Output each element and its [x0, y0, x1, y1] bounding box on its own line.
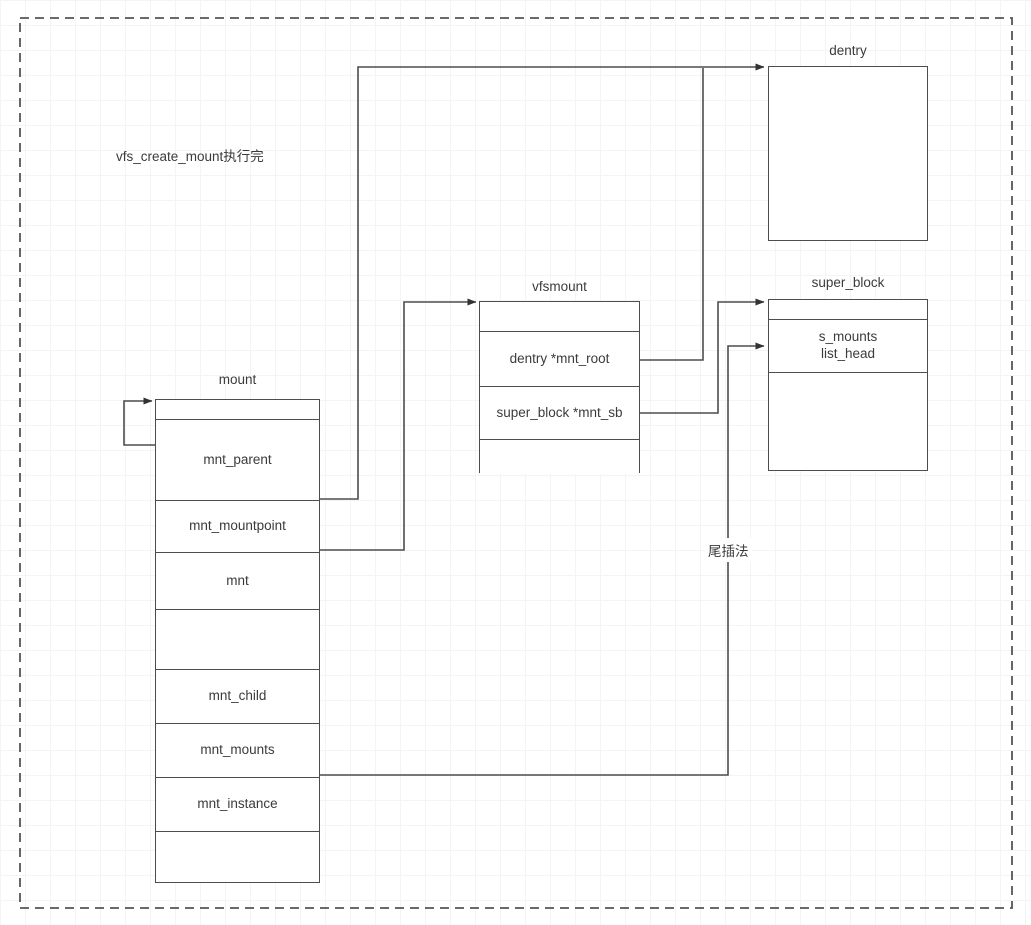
struct-row-vfsmount-mnt-sb: super_block *mnt_sb — [480, 387, 639, 440]
connector-mnt-parent-selfloop — [123, 397, 155, 446]
struct-title-super-block: super_block — [811, 275, 885, 290]
struct-row-mount-mnt-parent: mnt_parent — [156, 420, 319, 501]
struct-box-super-block: s_mounts list_head — [768, 299, 928, 471]
tail-insert-label: 尾插法 — [705, 538, 752, 562]
connector-mnt-to-vfsmount — [319, 298, 477, 551]
struct-row-mount-8 — [156, 832, 319, 880]
struct-row-mount-mnt-mountpoint: mnt_mountpoint — [156, 501, 319, 553]
struct-title-dentry: dentry — [829, 43, 867, 58]
struct-title-mount: mount — [218, 372, 257, 387]
connector-mnt-root-to-dentry — [640, 68, 704, 361]
connector-mnt-mountpoint-to-dentry — [319, 63, 765, 500]
struct-title-vfsmount: vfsmount — [532, 279, 587, 294]
struct-box-mount: mnt_parent mnt_mountpoint mnt mnt_child … — [155, 399, 320, 883]
struct-row-mount-mnt: mnt — [156, 553, 319, 610]
struct-row-super-block-s-mounts: s_mounts list_head — [769, 320, 927, 373]
struct-row-dentry-0 — [769, 67, 927, 240]
struct-row-super-block-2 — [769, 373, 927, 469]
struct-row-super-block-0 — [769, 300, 927, 320]
struct-row-mount-mnt-instance: mnt_instance — [156, 778, 319, 832]
struct-row-vfsmount-3 — [480, 440, 639, 474]
struct-box-vfsmount: dentry *mnt_root super_block *mnt_sb — [479, 301, 640, 474]
struct-row-mount-mnt-mounts: mnt_mounts — [156, 724, 319, 778]
struct-row-vfsmount-mnt-root: dentry *mnt_root — [480, 332, 639, 387]
struct-row-mount-mnt-child: mnt_child — [156, 670, 319, 724]
struct-row-mount-0 — [156, 400, 319, 420]
dashed-frame — [19, 17, 1013, 909]
struct-row-mount-4 — [156, 610, 319, 670]
diagram-title-label: vfs_create_mount执行完 — [116, 149, 264, 164]
connector-mnt-sb-to-superblock — [640, 298, 765, 414]
struct-box-dentry — [768, 66, 928, 241]
struct-row-vfsmount-0 — [480, 302, 639, 332]
